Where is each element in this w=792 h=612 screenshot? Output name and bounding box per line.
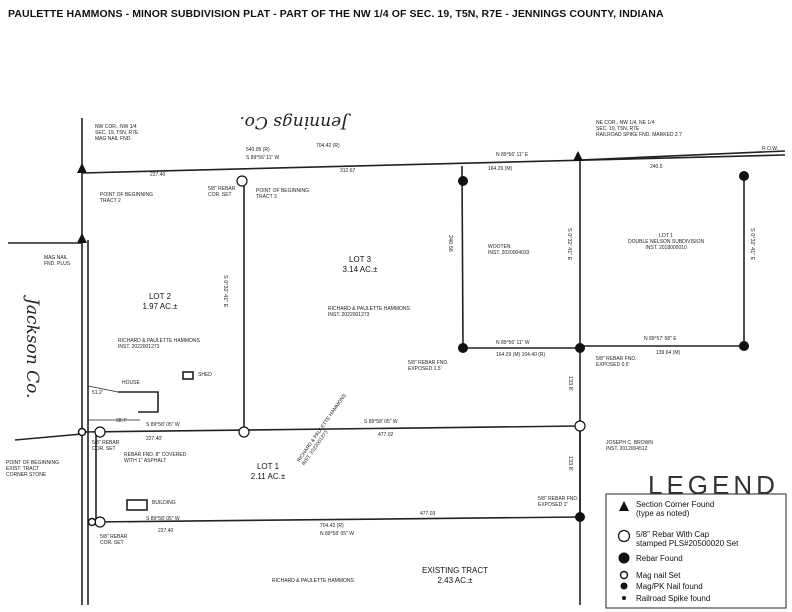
- distance-label: 312.67: [340, 168, 356, 174]
- rebar-found-marker: [739, 171, 749, 181]
- legend-open-circle-icon: [617, 529, 631, 543]
- building-label: BUILDING: [152, 500, 176, 506]
- left-tie-line: [14, 433, 83, 441]
- mag-nail-marker: [87, 517, 97, 527]
- legend-item-label: Mag nail Set: [636, 571, 681, 580]
- legend-mag-nail-icon: [619, 570, 629, 580]
- rebar-found-note: 5/8" REBAR FND. EXPOSED 1.5': [408, 360, 449, 372]
- distance-label: 227.40': [146, 436, 163, 442]
- rebar-set-note-2: 5/8" REBAR COR. SET: [92, 440, 120, 452]
- ne-corner-note: NE COR., NW 1/4, NE 1/4 SEC. 19, T5N, R7…: [596, 120, 682, 138]
- mag-nail-marker: [77, 427, 87, 437]
- rebar-set-marker: [238, 426, 250, 438]
- legend-triangle-icon: [619, 501, 629, 511]
- bearing-label: S 89°58' 05" W: [146, 516, 180, 522]
- distance-label: 227.40: [150, 172, 166, 178]
- distance-label: 133.8': [567, 376, 573, 391]
- building-outline: [126, 499, 148, 511]
- lot1-north-line: [81, 425, 581, 433]
- section-corner-marker: [573, 151, 583, 161]
- owner-lot3-note: RICHARD & PAULETTE HAMMONS INST. 2022001…: [328, 306, 410, 318]
- legend-item-label: 5/8" Rebar With Cap stamped PLS#20500020…: [636, 530, 739, 548]
- bearing-label: N 89°56' 11" W: [496, 340, 530, 346]
- section-corner-marker: [77, 233, 87, 243]
- legend-item-label: Railroad Spike found: [636, 594, 711, 603]
- lot3-east-line: [461, 165, 464, 349]
- house-label: HOUSE: [122, 380, 140, 386]
- pob-lot2-note: POINT OF BEGINNING TRACT 2: [100, 192, 153, 204]
- rebar-found-marker: [575, 343, 585, 353]
- sw-rebar-note: 5/8" REBAR COR. SET: [100, 534, 128, 546]
- section-corner-marker: [77, 163, 87, 173]
- rebar-set-marker: [94, 426, 106, 438]
- sw-beginning-note: POINT OF BEGINNING EXIST. TRACT CORNER S…: [6, 460, 59, 478]
- existing-rebar-note: 5/8" REBAR FND. EXPOSED 1": [538, 496, 579, 508]
- distance-label: 704.42 (R): [320, 523, 344, 529]
- bearing-label: S 0°32' 41" E: [566, 228, 572, 261]
- mag-nail-note: MAG NAIL FND. PLUS: [44, 255, 71, 267]
- rebar-set-marker: [94, 516, 106, 528]
- distance-label: 477.02: [378, 432, 394, 438]
- bearing-label: S 0°32' 41" E: [749, 228, 755, 261]
- rebar-found-marker: [458, 343, 468, 353]
- bearing-label: N 89°57' 58" E: [644, 336, 677, 342]
- shed-outline: [182, 371, 194, 380]
- rebar-found-marker: [575, 512, 585, 522]
- legend-item-label: Mag/PK Nail found: [636, 582, 703, 591]
- distance-label: 240.56: [447, 235, 453, 252]
- bearing-label: S 89°58' 05" W: [364, 419, 398, 425]
- joseph-brown-note: JOSEPH C. BROWN INST. 2012004512: [606, 440, 653, 452]
- legend-filled-circle-icon: [618, 552, 630, 564]
- distance-label: 133.8': [567, 456, 573, 471]
- wooten-note: WOOTEN INST. 2020004033: [488, 244, 530, 256]
- distance-label: 51.2': [92, 390, 103, 396]
- distance-label: 540.05 (R): [246, 147, 270, 153]
- rebar-set-marker: [574, 420, 586, 432]
- north-boundary-line: [81, 154, 786, 174]
- pob-lot3-note: POINT OF BEGINNING TRACT 3: [256, 188, 309, 200]
- shed-label: SHED: [198, 372, 212, 378]
- house-outline: [118, 391, 159, 413]
- rebar-found-marker: [458, 176, 468, 186]
- rebar-found-note: 5/8" REBAR FND. EXPOSED 0.5': [596, 356, 637, 368]
- distance-label: 28.7': [116, 418, 127, 424]
- legend-item-label: Rebar Found: [636, 554, 683, 563]
- bearing-label: N 89°56' 11" E: [496, 152, 529, 158]
- lot1-south-line: [91, 516, 581, 523]
- bearing-label: S 0°32' 41" E: [222, 275, 228, 308]
- distance-label: 704.42 (R): [316, 143, 340, 149]
- plat-title: PAULETTE HAMMONS - MINOR SUBDIVISION PLA…: [8, 8, 664, 20]
- rebar-set-marker: [236, 175, 248, 187]
- owner-lot2-note: RICHARD & PAULETTE HAMMONS INST. 2022001…: [118, 338, 200, 350]
- legend-item-label: Section Corner Found (type as noted): [636, 500, 715, 518]
- right-lot-note: LOT 1 DOUBLE NELSON SUBDIVISION INST. 20…: [628, 233, 705, 251]
- legend-box: [605, 493, 787, 609]
- rebar-found-marker: [739, 341, 749, 351]
- bearing-label: S 89°58' 05" W: [146, 422, 180, 428]
- county-note-top: Jennings Co.: [239, 112, 348, 132]
- bearing-label: S 89°56' 11" W: [246, 155, 280, 161]
- county-note-left: Jackson Co.: [22, 298, 42, 399]
- distance-label: 227.40: [158, 528, 174, 534]
- legend-mag-pk-icon: [620, 582, 628, 590]
- bearing-label: N 89°58' 05" W: [320, 531, 354, 537]
- row-label: R.O.W.: [762, 146, 779, 152]
- north-road-line: [579, 150, 786, 161]
- nw-corner-note: NW COR., NW 1/4 SEC. 19, T5N, R7E MAG NA…: [95, 124, 139, 142]
- distance-label: 240.5: [650, 164, 663, 170]
- distance-label: 164.29 (M) 164.40 (R): [496, 352, 546, 358]
- distance-label: 164.29 (M): [488, 166, 513, 172]
- owner-existing-note: RICHARD & PAULETTE HAMMONS: [272, 578, 354, 584]
- rebar-set-note: 5/8" REBAR COR. SET: [208, 186, 236, 198]
- distance-label: 139.64 (M): [656, 350, 681, 356]
- distance-label: 477.03: [420, 511, 436, 517]
- legend-spike-icon: [622, 596, 626, 600]
- rebar-covered-note: REBAR FND. 8" COVERED WITH 1" ASPHALT: [124, 452, 187, 464]
- legend-title: LEGEND: [648, 470, 779, 500]
